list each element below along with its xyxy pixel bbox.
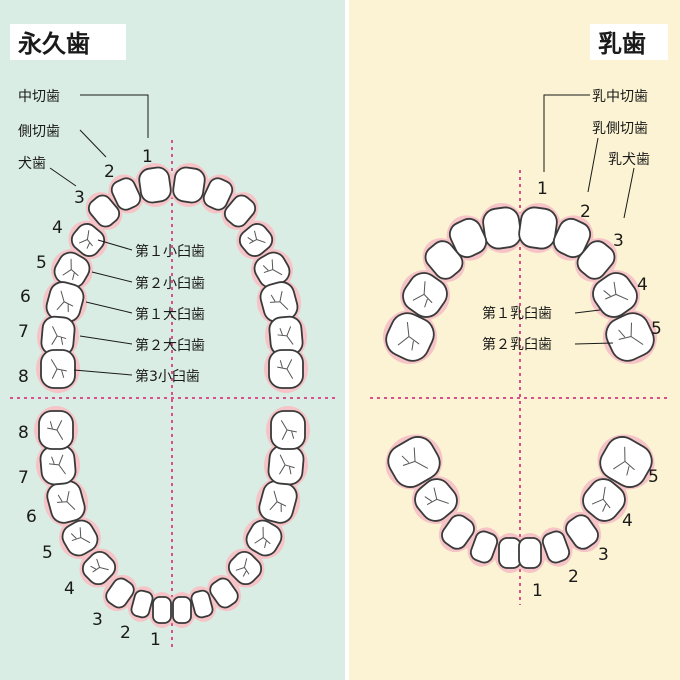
perm-lower-central-incisor-tooth-left — [173, 597, 191, 623]
label-first-premolar: 第１小臼歯 — [135, 243, 205, 260]
label-lateral-incisor: 側切歯 — [18, 124, 60, 140]
primary-lower-number: 2 — [568, 567, 579, 587]
perm-lower-second-molar-tooth-left — [267, 445, 304, 486]
perm-lower-number: 1 — [150, 630, 161, 650]
perm-upper-third-molar-tooth-right — [41, 350, 75, 388]
label-primary-canine: 乳犬歯 — [608, 152, 650, 168]
primary-lower-central-incisor-tooth-left — [519, 538, 541, 568]
permanent-title: 永久歯 — [18, 30, 90, 58]
perm-upper-third-molar-tooth-left — [269, 350, 303, 388]
perm-lower-second-molar-tooth-right — [39, 445, 76, 486]
label-second-premolar: 第２小臼歯 — [135, 275, 205, 292]
perm-upper-central-incisor-tooth-right — [138, 166, 172, 204]
perm-upper-number: 8 — [18, 367, 29, 387]
primary-lower-number: 4 — [622, 511, 633, 531]
label-second-molar: 第２大臼歯 — [135, 337, 205, 354]
perm-upper-central-incisor-tooth-left — [172, 166, 206, 204]
perm-upper-number: 2 — [104, 162, 115, 182]
primary-upper-central-incisor-tooth-right — [481, 206, 522, 251]
perm-lower-number: 2 — [120, 623, 131, 643]
perm-upper-number: 6 — [20, 287, 31, 307]
label-primary-second-molar: 第２乳臼歯 — [482, 336, 552, 353]
perm-upper-number: 5 — [36, 253, 47, 273]
primary-upper-number: 4 — [637, 275, 648, 295]
perm-lower-number: 6 — [26, 507, 37, 527]
label-primary-first-molar: 第１乳臼歯 — [482, 305, 552, 322]
perm-lower-number: 3 — [92, 610, 103, 630]
perm-lower-number: 5 — [42, 543, 53, 563]
label-canine: 犬歯 — [18, 156, 46, 172]
perm-lower-central-incisor-tooth-right — [153, 597, 171, 623]
perm-lower-number: 4 — [64, 579, 75, 599]
label-primary-central-incisor: 乳中切歯 — [592, 89, 648, 105]
primary-upper-number: 3 — [613, 231, 624, 251]
primary-upper-number: 1 — [537, 179, 548, 199]
primary-upper-central-incisor-tooth-left — [517, 206, 558, 251]
primary-lower-central-incisor-tooth-right — [499, 538, 521, 568]
primary-lower-number: 3 — [598, 545, 609, 565]
perm-upper-number: 3 — [74, 188, 85, 208]
primary-lower-number: 1 — [532, 581, 543, 601]
perm-lower-number: 7 — [18, 468, 29, 488]
perm-lower-number: 8 — [18, 423, 29, 443]
perm-lower-third-molar-tooth-right — [39, 411, 73, 449]
label-third-molar: 第3小臼歯 — [135, 368, 200, 385]
primary-upper-number: 2 — [580, 202, 591, 222]
perm-upper-number: 4 — [52, 218, 63, 238]
primary-title: 乳歯 — [598, 30, 646, 58]
perm-upper-number: 1 — [142, 147, 153, 167]
primary-lower-number: 5 — [648, 467, 659, 487]
perm-upper-number: 7 — [18, 322, 29, 342]
primary-upper-number: 5 — [651, 319, 662, 339]
perm-lower-third-molar-tooth-left — [271, 411, 305, 449]
label-primary-lateral-incisor: 乳側切歯 — [592, 121, 648, 137]
label-first-molar: 第１大臼歯 — [135, 306, 205, 323]
label-central-incisor: 中切歯 — [18, 89, 60, 105]
